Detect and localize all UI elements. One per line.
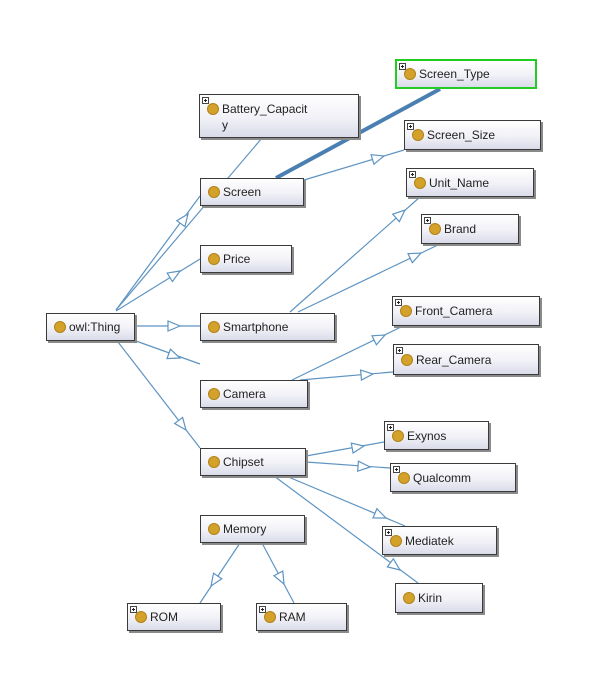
edge-chipset-qualcomm	[305, 461, 391, 469]
node-label: Memory	[223, 522, 267, 536]
expand-icon[interactable]	[202, 97, 209, 104]
expand-icon[interactable]	[424, 217, 431, 224]
node-label: Kirin	[418, 591, 443, 605]
class-dot-icon	[54, 321, 66, 333]
class-dot-icon	[412, 129, 424, 141]
node-label: Mediatek	[405, 533, 454, 548]
node-label: owl:Thing	[69, 320, 121, 334]
node-label: Exynos	[407, 428, 447, 443]
class-dot-icon	[398, 471, 410, 484]
edge-arrowhead-icon	[371, 334, 387, 346]
node-rom[interactable]: ROM	[127, 603, 221, 631]
edge-chipset-exynos	[305, 441, 385, 457]
class-dot-icon	[414, 176, 426, 189]
expand-icon[interactable]	[399, 63, 406, 70]
node-label: Battery_Capacit y	[222, 102, 308, 132]
node-owl-thing[interactable]: owl:Thing	[46, 313, 135, 341]
node-chipset[interactable]: Chipset	[200, 448, 306, 476]
node-label: Price	[223, 252, 251, 266]
edge-arrowhead-icon	[175, 212, 189, 228]
edge-arrowhead-icon	[166, 348, 182, 360]
edge-arrowhead-icon	[350, 442, 366, 455]
class-dot-icon	[429, 223, 441, 235]
class-dot-icon	[208, 388, 220, 400]
node-brand[interactable]: Brand	[421, 214, 519, 244]
edge-thing-battery	[115, 137, 263, 311]
edge-memory-rom	[199, 542, 241, 604]
node-label: Rear_Camera	[416, 352, 492, 367]
expand-icon[interactable]	[395, 299, 402, 306]
node-label: Screen_Type	[419, 67, 490, 81]
edge-arrowhead-icon	[407, 252, 423, 264]
edge-arrowhead-icon	[386, 557, 402, 571]
class-dot-icon	[208, 321, 220, 333]
node-label: Qualcomm	[413, 470, 472, 485]
node-ram[interactable]: RAM	[256, 603, 347, 631]
node-label: Screen_Size	[427, 128, 496, 142]
edge-arrowhead-icon	[357, 460, 372, 472]
node-label: RAM	[279, 610, 306, 624]
edge-arrowhead-icon	[359, 369, 375, 381]
class-dot-icon	[208, 253, 220, 265]
node-label: Chipset	[223, 455, 264, 469]
node-mediatek[interactable]: Mediatek	[382, 526, 497, 555]
node-kirin[interactable]: Kirin	[395, 583, 483, 613]
node-screen-type[interactable]: Screen_Type	[395, 59, 537, 89]
node-exynos[interactable]: Exynos	[384, 421, 489, 450]
class-dot-icon	[403, 592, 415, 604]
edge-thing-camera	[135, 340, 201, 365]
edge-thing-price	[115, 258, 201, 312]
edge-camera-rear_camera	[299, 371, 394, 381]
class-dot-icon	[208, 456, 220, 468]
node-rear-camera[interactable]: Rear_Camera	[393, 344, 539, 375]
class-dot-icon	[208, 186, 220, 198]
class-dot-icon	[135, 611, 147, 623]
edge-arrowhead-icon	[167, 320, 182, 332]
edge-thing-chipset	[117, 341, 201, 449]
node-screen-size[interactable]: Screen_Size	[404, 120, 541, 150]
class-dot-icon	[264, 611, 276, 623]
edge-arrowhead-icon	[370, 153, 386, 166]
node-screen[interactable]: Screen	[200, 178, 304, 206]
node-label: Camera	[223, 387, 266, 401]
edge-arrowhead-icon	[210, 572, 223, 588]
node-qualcomm[interactable]: Qualcomm	[390, 463, 516, 492]
node-price[interactable]: Price	[200, 245, 292, 273]
expand-icon[interactable]	[393, 466, 400, 473]
node-smartphone[interactable]: Smartphone	[200, 313, 335, 341]
class-dot-icon	[404, 68, 416, 80]
class-dot-icon	[390, 534, 402, 547]
node-label: Unit_Name	[429, 175, 490, 190]
node-front-camera[interactable]: Front_Camera	[392, 296, 540, 326]
edge-arrowhead-icon	[372, 507, 388, 519]
edge-arrowhead-icon	[272, 570, 285, 586]
class-dot-icon	[207, 103, 219, 115]
node-label: Front_Camera	[415, 304, 493, 318]
node-label: Brand	[444, 222, 477, 236]
edge-arrowhead-icon	[166, 270, 182, 283]
node-memory[interactable]: Memory	[200, 515, 305, 543]
expand-icon[interactable]	[130, 606, 137, 613]
edge-screen-screen_size	[303, 149, 405, 181]
node-label: Screen	[223, 185, 262, 199]
node-label: ROM	[150, 610, 178, 624]
expand-icon[interactable]	[385, 529, 392, 536]
expand-icon[interactable]	[387, 424, 394, 431]
edge-arrowhead-icon	[391, 208, 407, 223]
node-camera[interactable]: Camera	[200, 380, 308, 408]
class-dot-icon	[208, 523, 220, 535]
node-unit-name[interactable]: Unit_Name	[406, 168, 534, 197]
expand-icon[interactable]	[409, 171, 416, 178]
node-battery-capacity[interactable]: Battery_Capacit y	[199, 94, 359, 138]
expand-icon[interactable]	[259, 606, 266, 613]
class-dot-icon	[401, 353, 413, 366]
expand-icon[interactable]	[407, 123, 414, 130]
edge-arrowhead-icon	[173, 416, 187, 432]
node-label: Smartphone	[223, 320, 289, 334]
edge-thing-screen	[115, 195, 201, 311]
expand-icon[interactable]	[396, 347, 403, 354]
class-dot-icon	[400, 305, 412, 317]
class-dot-icon	[392, 429, 404, 442]
